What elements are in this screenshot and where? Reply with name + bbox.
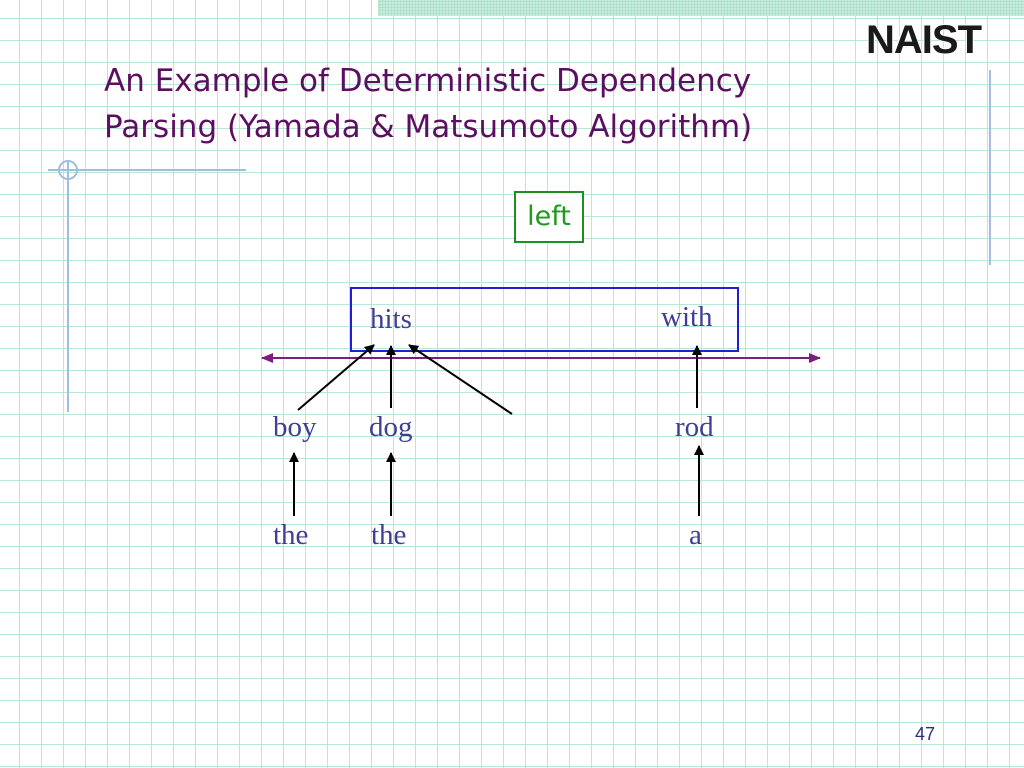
naist-logo: NAIST bbox=[866, 18, 982, 62]
word-dog: dog bbox=[369, 411, 413, 443]
action-label-box: left bbox=[514, 191, 584, 243]
word-hits: hits bbox=[370, 303, 412, 335]
word-rod: rod bbox=[675, 411, 714, 443]
page-number: 47 bbox=[914, 724, 936, 744]
arrow-right-to-hits bbox=[408, 344, 513, 415]
slide-title-line-2: Parsing (Yamada & Matsumoto Algorithm) bbox=[104, 109, 753, 145]
decorative-top-band bbox=[378, 0, 1024, 16]
word-the-2: the bbox=[371, 519, 407, 551]
word-with: with bbox=[661, 301, 713, 333]
word-the-1: the bbox=[273, 519, 309, 551]
word-boy: boy bbox=[273, 411, 317, 443]
slide-title-line-1: An Example of Deterministic Dependency bbox=[104, 63, 752, 99]
slide-title: An Example of Deterministic Dependency P… bbox=[104, 58, 864, 150]
word-a: a bbox=[689, 519, 702, 551]
arrow-boy-to-hits bbox=[297, 344, 375, 411]
focus-window-box bbox=[350, 287, 739, 352]
